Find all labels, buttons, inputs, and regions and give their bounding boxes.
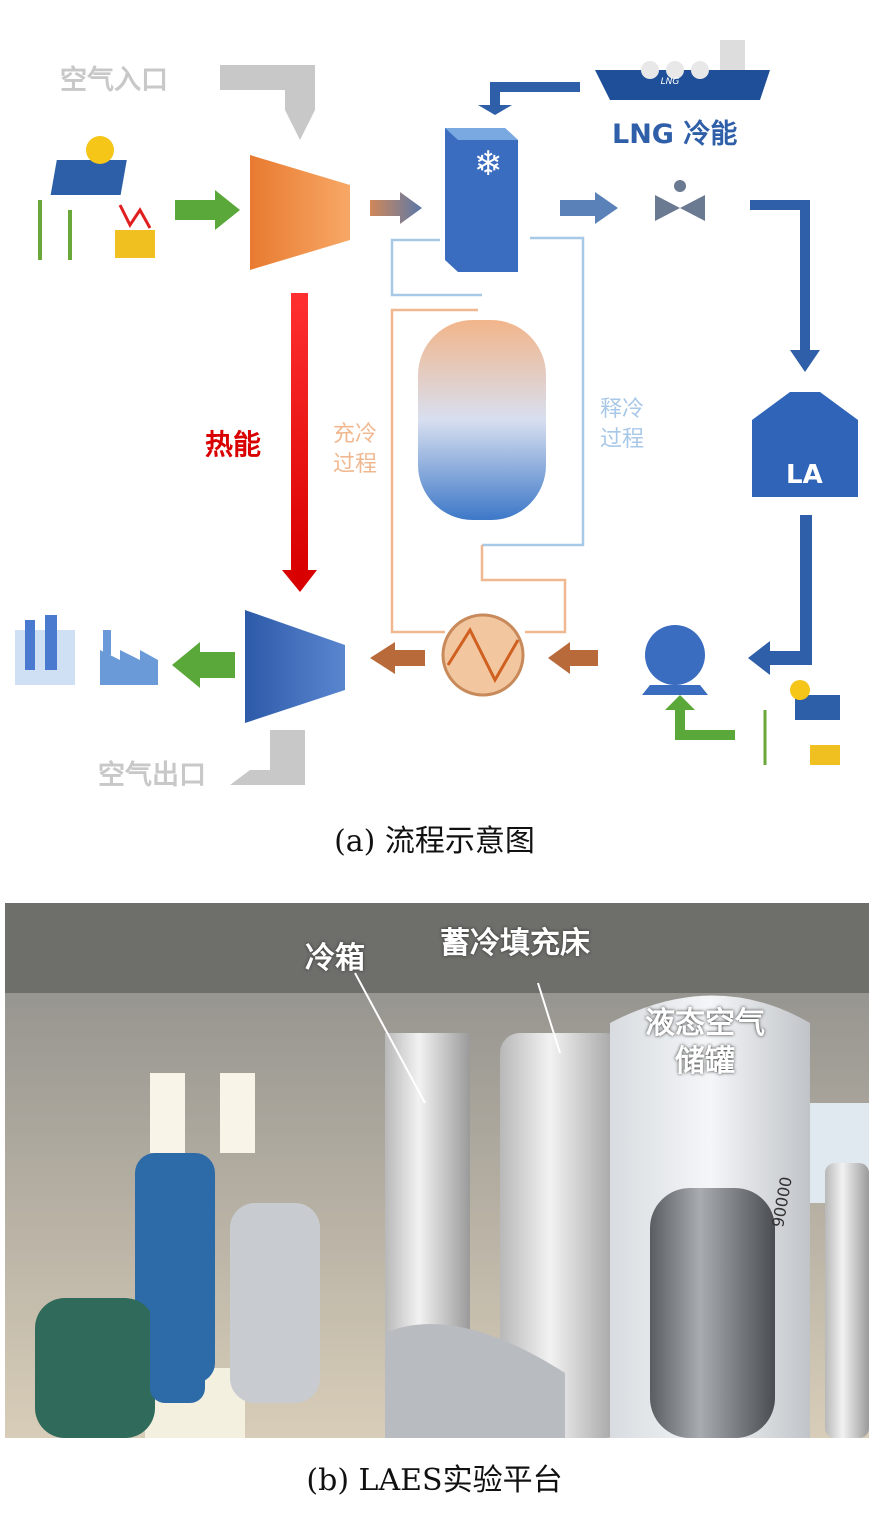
renewable-icon-2 bbox=[763, 680, 840, 765]
tank-label: LA bbox=[786, 460, 823, 490]
cold-box: ❄ bbox=[445, 128, 518, 272]
green-arrow bbox=[175, 190, 240, 230]
pump bbox=[645, 625, 705, 685]
flow-diagram: LNG ❄ bbox=[15, 40, 858, 785]
compressor bbox=[250, 155, 350, 270]
charge-label-2: 过程 bbox=[333, 452, 378, 477]
la-tank-label-1: 液态空气 bbox=[645, 1006, 765, 1041]
cold-box-label: 冷箱 bbox=[305, 941, 365, 976]
discharge-label: 释冷过程 bbox=[600, 395, 644, 455]
caption-a: (a) 流程示意图 bbox=[334, 824, 535, 859]
renewable-icon bbox=[38, 136, 155, 260]
factory-icon bbox=[100, 630, 158, 685]
air-outlet-label: 空气出口 bbox=[98, 760, 206, 791]
la-tank-label-2: 储罐 bbox=[675, 1044, 735, 1079]
discharge-label-1: 释冷 bbox=[600, 397, 645, 422]
laes-photo: 90000 bbox=[5, 903, 869, 1438]
caption-b: (b) LAES实验平台 bbox=[306, 1463, 563, 1498]
city-icon bbox=[15, 615, 75, 685]
lng-ship-icon bbox=[595, 40, 770, 100]
charge-label: 充冷过程 bbox=[333, 420, 377, 480]
air-outlet-arrow bbox=[230, 730, 305, 785]
heat-arrow bbox=[291, 293, 308, 573]
valve-icon bbox=[655, 180, 705, 221]
heat-label: 热能 bbox=[205, 428, 262, 461]
ship-label: LNG bbox=[661, 77, 680, 87]
la-tank-label: 液态空气储罐 bbox=[645, 1005, 765, 1081]
svg-text:❄: ❄ bbox=[474, 144, 503, 184]
charge-label-1: 充冷 bbox=[333, 422, 378, 447]
packed-bed-label: 蓄冷填充床 bbox=[440, 926, 590, 961]
liquid-air-tank bbox=[752, 392, 858, 497]
turbine bbox=[245, 610, 345, 723]
packed-bed-photo bbox=[500, 1033, 625, 1438]
air-inlet-label: 空气入口 bbox=[60, 65, 168, 96]
packed-bed bbox=[418, 320, 546, 520]
air-inlet-arrow bbox=[220, 65, 315, 140]
discharge-label-2: 过程 bbox=[600, 427, 645, 452]
lng-cold-label: LNG 冷能 bbox=[612, 119, 738, 150]
